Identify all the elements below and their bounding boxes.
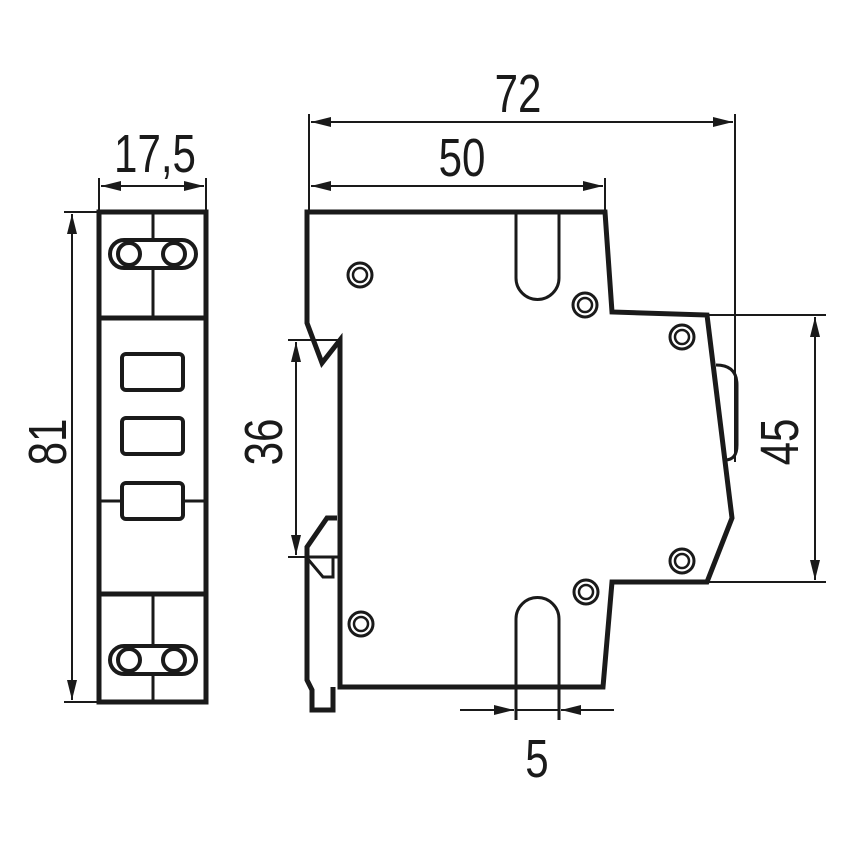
window-rect — [120, 416, 185, 456]
window-rect — [120, 481, 185, 521]
clip-hook — [305, 557, 335, 579]
dimension-total-depth — [308, 114, 736, 462]
handle-bump — [715, 363, 739, 462]
side-view — [304, 209, 739, 720]
terminal-bottom — [108, 644, 198, 676]
dim-label-front-height: 45 — [750, 419, 810, 466]
front-view — [96, 209, 209, 705]
screw-icons — [346, 261, 696, 638]
side-outline — [304, 209, 735, 690]
window-rect — [120, 352, 185, 392]
dimension-front-height — [707, 314, 826, 583]
dimension-rail-height — [288, 339, 340, 558]
dim-label-total-depth: 72 — [495, 64, 542, 124]
slot-top — [514, 212, 561, 301]
dim-label-rail-height: 36 — [234, 419, 294, 466]
dim-label-front-depth: 50 — [439, 128, 486, 188]
screw-icon — [346, 261, 374, 289]
dimension-height — [64, 211, 99, 703]
dim-label-height: 81 — [18, 419, 78, 466]
dim-label-slot-width: 5 — [525, 729, 548, 789]
dimension-front-depth — [311, 178, 606, 212]
rail-clip — [304, 515, 337, 713]
terminal-top — [108, 238, 198, 270]
screw-icon — [668, 547, 696, 575]
screw-icon — [668, 323, 696, 351]
dim-label-width: 17,5 — [114, 124, 196, 184]
screw-icon — [571, 291, 599, 319]
screw-icon — [572, 578, 600, 606]
screw-icon — [347, 610, 375, 638]
slot-bottom — [514, 596, 561, 720]
dimension-width — [98, 178, 207, 212]
